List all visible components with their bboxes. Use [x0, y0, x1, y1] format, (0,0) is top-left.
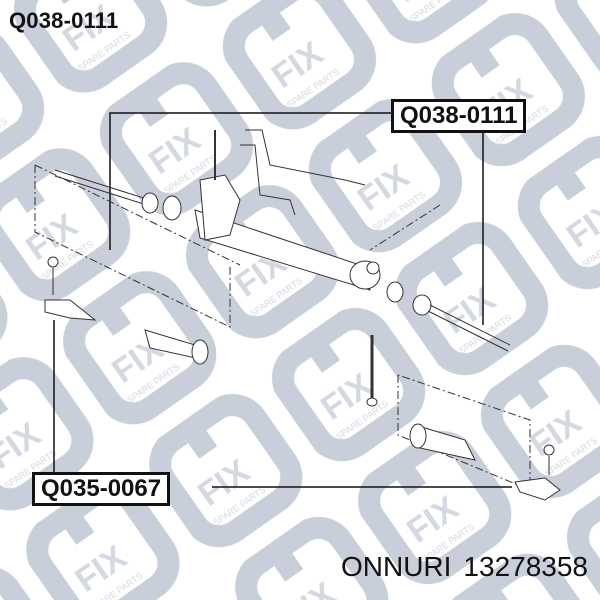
footer-cross-reference: ONNURI 13278358 [341, 551, 588, 583]
left-inner-tie-rod [54, 169, 182, 221]
footer-brand: ONNURI [340, 551, 452, 582]
page-title: Q038-0111 [9, 8, 119, 33]
left-tie-rod-end [44, 256, 97, 321]
callout-tie-rod-end: Q035-0067 [32, 472, 171, 506]
right-inner-tie-rod [386, 281, 511, 352]
left-bellows-boot [144, 329, 209, 365]
right-bellows-boot [409, 423, 476, 461]
rack-housing [194, 130, 381, 291]
right-tie-rod-end [514, 444, 561, 501]
footer-oem-number: 13278358 [463, 551, 588, 582]
callout-rack-assembly: Q038-0111 [391, 99, 527, 133]
